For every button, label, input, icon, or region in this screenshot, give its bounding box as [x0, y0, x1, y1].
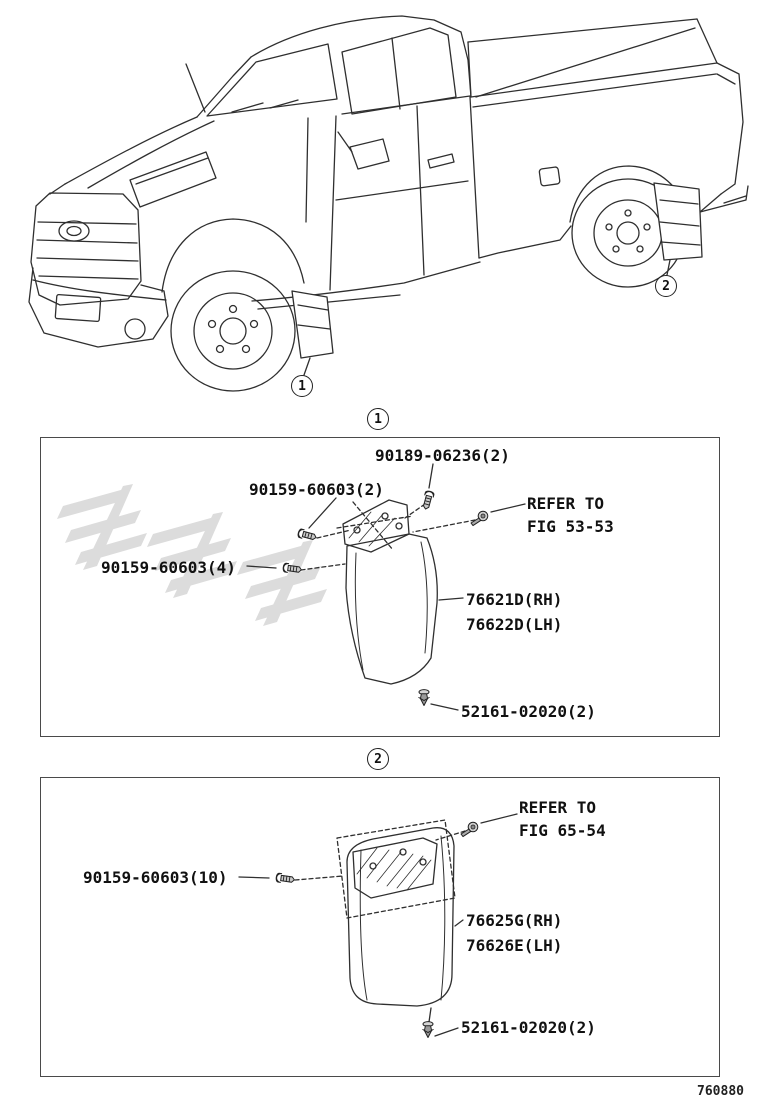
section1-refer-line1: REFER TO — [527, 494, 605, 513]
truck-callout-rear-number: 2 — [662, 278, 670, 294]
leader-rh-lh — [438, 597, 464, 601]
section1-part-clip-label: 52161-02020(2) — [461, 702, 596, 721]
screw-icon — [420, 489, 436, 511]
section1-part-lh-label: 76622D(LH) — [466, 615, 563, 634]
leader-refer — [480, 813, 518, 824]
section1-box: 90189-06236(2) 90159-60603(2) REFER TO F… — [40, 437, 720, 737]
section2-callout-number: 2 — [374, 751, 382, 767]
section2-part-clip-label: 52161-02020(2) — [461, 1018, 596, 1037]
rear-mudflap — [653, 182, 703, 276]
section1-callout: 1 — [367, 408, 389, 430]
leader-clip — [430, 703, 459, 711]
fog-lamp-icon — [124, 318, 146, 340]
clip-icon — [418, 688, 430, 707]
cab-and-hood — [49, 15, 481, 310]
section2-part-rh-label: 76625G(RH) — [466, 911, 563, 930]
leader-screw10 — [238, 876, 270, 879]
screw-icon — [274, 872, 296, 885]
leader-rh-lh — [454, 919, 464, 927]
leader-refer — [490, 503, 526, 513]
truck-callout-rear: 2 — [655, 275, 677, 297]
leader-flap-clip — [428, 1007, 432, 1023]
bolt-icon — [460, 821, 479, 838]
leader-screw4 — [246, 565, 277, 569]
section2-callout: 2 — [367, 748, 389, 770]
section2-refer-line1: REFER TO — [519, 798, 597, 817]
bed-and-tailgate — [467, 18, 749, 259]
watermark — [57, 484, 327, 626]
truck-illustration — [28, 15, 749, 392]
section1-drawing — [57, 463, 526, 711]
section1-part-screw4-label: 90159-60603(4) — [101, 558, 236, 577]
leader-screw2 — [308, 497, 337, 529]
leader-part-top — [428, 463, 434, 489]
section2-refer-line2: FIG 65-54 — [519, 821, 606, 840]
section2-part-screw10-label: 90159-60603(10) — [83, 868, 228, 887]
assembly-dashes — [300, 501, 476, 571]
front-mudguard-part — [345, 533, 438, 685]
brand-emblem-icon — [58, 220, 90, 242]
leader-clip — [434, 1027, 459, 1037]
section1-part-top-label: 90189-06236(2) — [375, 446, 510, 465]
clip-icon — [422, 1020, 434, 1039]
bolt-icon — [470, 510, 489, 527]
truck-callout-front-number: 1 — [298, 378, 306, 394]
truck-callout-front: 1 — [291, 375, 313, 397]
section2-drawing — [238, 813, 518, 1039]
section2-part-lh-label: 76626E(LH) — [466, 936, 563, 955]
section1-callout-number: 1 — [374, 411, 382, 427]
fuel-door — [538, 166, 561, 187]
section2-box: REFER TO FIG 65-54 90159-60603(10) 76625… — [40, 777, 720, 1077]
mudguard-bracket — [352, 837, 438, 899]
wheels — [161, 165, 689, 392]
figure-number: 760880 — [697, 1084, 744, 1099]
section1-refer-line2: FIG 53-53 — [527, 517, 614, 536]
front-end — [28, 151, 217, 348]
front-mudflap — [291, 290, 334, 376]
section1-part-screw2-label: 90159-60603(2) — [249, 480, 384, 499]
section1-part-rh-label: 76621D(RH) — [466, 590, 563, 609]
rear-mudguard-part — [346, 827, 455, 1007]
screw-icon — [296, 527, 318, 543]
assembly-dashes — [294, 819, 466, 919]
